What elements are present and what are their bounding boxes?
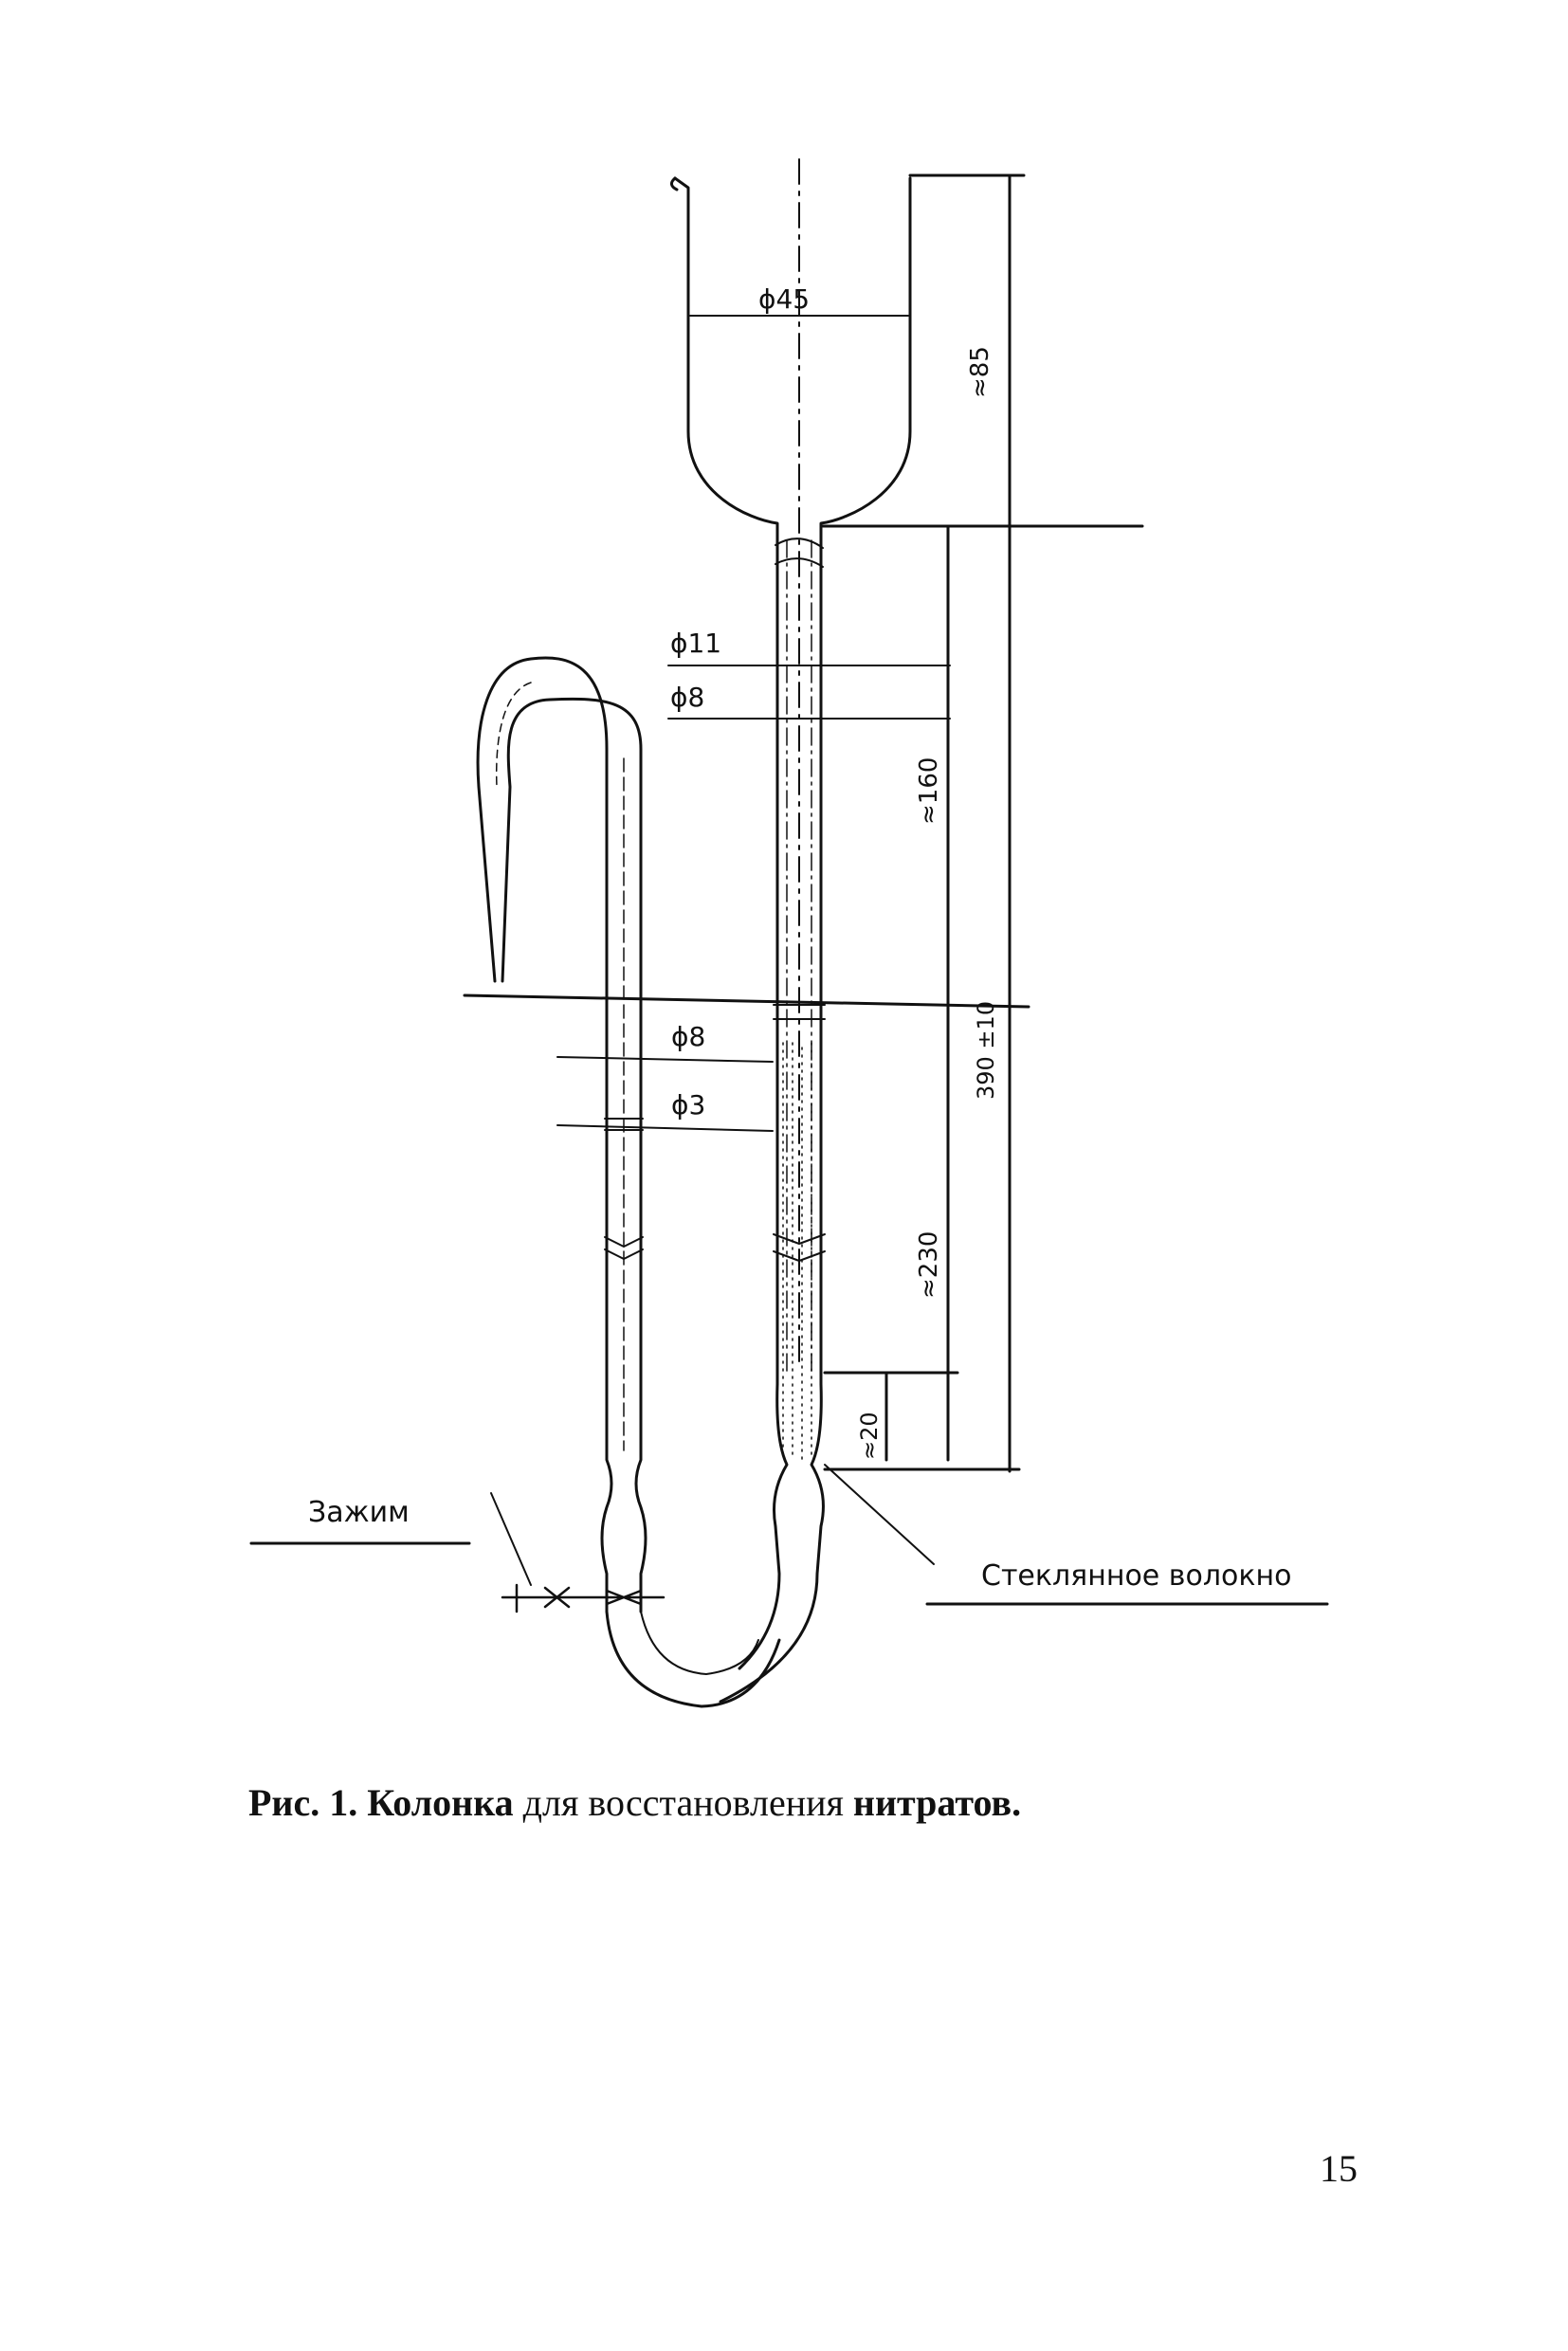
label-h20: ≈20 [856, 1412, 883, 1460]
caption-word-for: для [522, 1781, 579, 1824]
label-h390: 390 ±10 [973, 1001, 999, 1100]
u-bend [605, 1610, 781, 1708]
caption-word-nitrates: нитратов. [852, 1781, 1022, 1824]
label-h230: ≈230 [915, 1231, 943, 1299]
label-d45: ϕ45 [758, 283, 810, 315]
reservoir-outline [673, 176, 779, 1386]
label-d3: ϕ3 [671, 1089, 705, 1121]
caption-word-column: Колонка [367, 1781, 514, 1824]
caption-word-reduction: восстановления [588, 1781, 844, 1824]
glass-wool-pointer [824, 1464, 935, 1565]
label-glass-wool: Стеклянное волокно [981, 1559, 1291, 1593]
figure-caption: Рис. 1. Колонка для восстановления нитра… [248, 1780, 1386, 1825]
label-clamp: Зажим [308, 1496, 410, 1529]
label-d11: ϕ11 [670, 628, 721, 659]
nitrate-reduction-column-diagram: ϕ45 ≈85 ϕ11 ϕ8 ≈160 ϕ8 ϕ3 390 ±10 ≈230 ≈… [249, 158, 1329, 1708]
label-h85: ≈85 [966, 346, 994, 398]
caption-prefix: Рис. 1. [248, 1781, 358, 1824]
label-d8-top: ϕ8 [670, 682, 704, 713]
page-number: 15 [1320, 2147, 1358, 2190]
return-tube [476, 656, 613, 1613]
label-h160: ≈160 [915, 757, 943, 825]
label-d8-mid: ϕ8 [671, 1021, 705, 1052]
clamp [501, 1583, 665, 1613]
